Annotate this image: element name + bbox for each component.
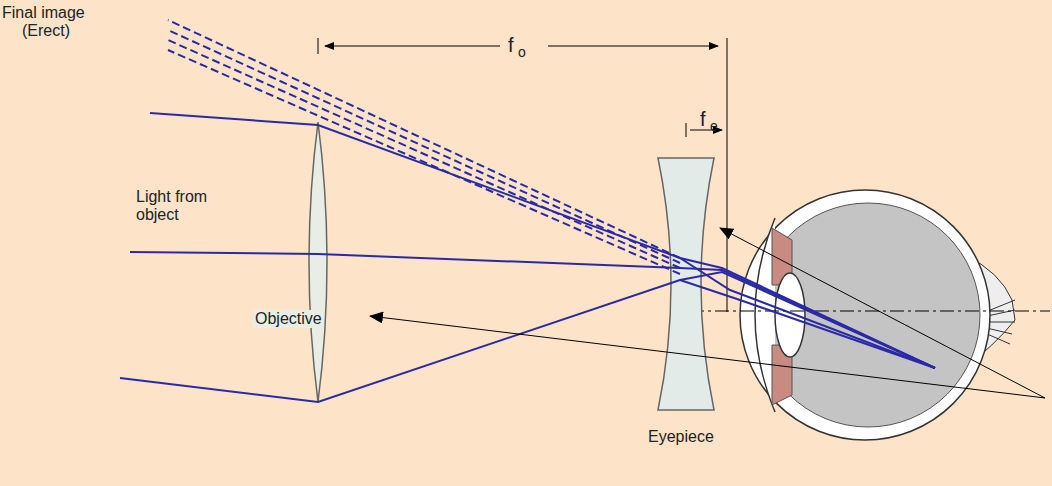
part-label: Eyepiece (648, 428, 714, 446)
light-rays (120, 113, 935, 402)
objective-lens (309, 122, 327, 402)
caption-text: Final image (2, 4, 85, 22)
dimension-lines (318, 38, 727, 312)
part-label: Light from object (136, 188, 236, 224)
focal-label: f (508, 34, 514, 56)
caption-text: (Erect) (22, 22, 70, 40)
focal-subscript: o (518, 44, 526, 60)
virtual-rays (168, 20, 680, 274)
part-label: Objective (253, 310, 324, 328)
optical-axis (690, 311, 1050, 312)
focal-label: f (700, 108, 706, 130)
leader-arrows (370, 228, 1045, 398)
focal-subscript: e (710, 118, 718, 134)
